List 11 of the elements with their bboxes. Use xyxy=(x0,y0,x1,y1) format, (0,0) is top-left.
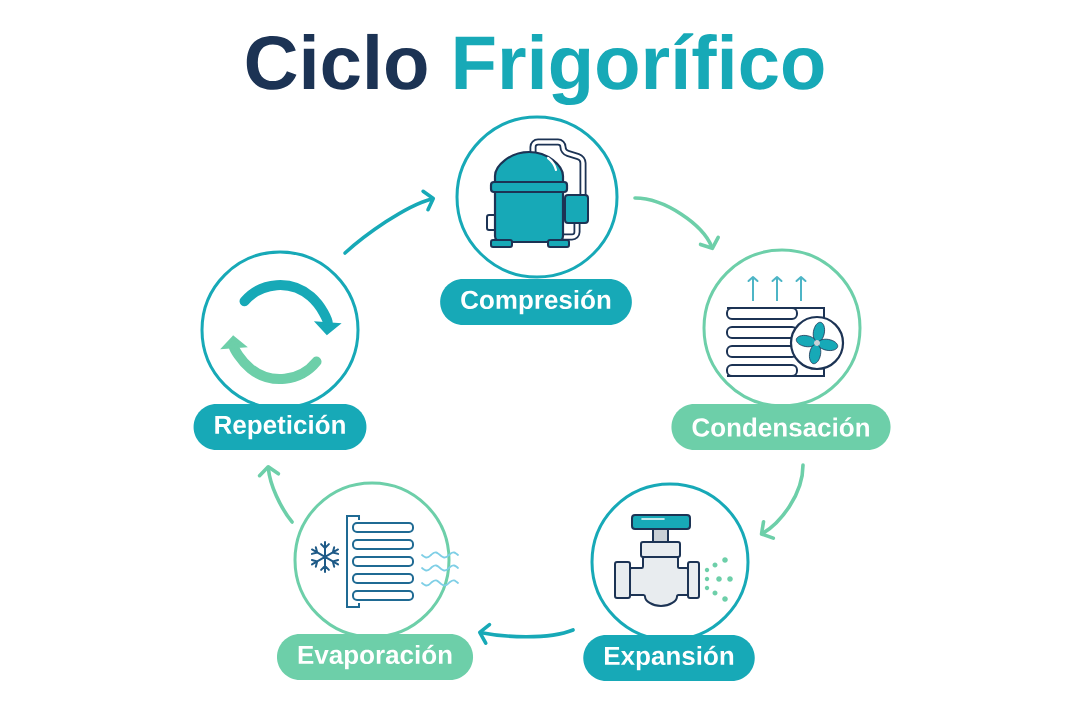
stage-label: Compresión xyxy=(440,279,632,325)
stage-label: Expansión xyxy=(583,635,755,681)
arrow xyxy=(477,622,575,645)
stage-label: Evaporación xyxy=(277,634,474,680)
arrow xyxy=(759,463,805,540)
arrow xyxy=(633,196,720,251)
title: Ciclo Frigorífico xyxy=(246,33,824,106)
arrow xyxy=(343,189,436,255)
stage-label: Repetición xyxy=(193,404,367,450)
stage-label: Condensación xyxy=(671,404,891,450)
arrow xyxy=(257,464,294,524)
